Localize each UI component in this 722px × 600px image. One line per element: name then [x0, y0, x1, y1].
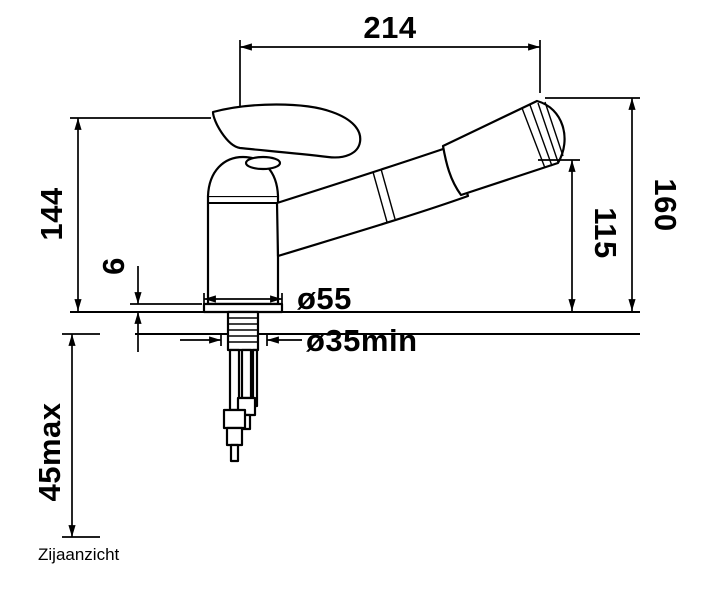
worktop-lines: [70, 311, 640, 335]
dim-label-45max: 45max: [32, 402, 67, 501]
dim-plate-6: 6: [96, 257, 202, 352]
faucet-lever: [211, 103, 362, 159]
dim-label-160: 160: [648, 178, 683, 231]
under-counter-fittings: [222, 310, 260, 463]
dim-label-o55: ø55: [297, 281, 352, 316]
hose-connector-left: [222, 408, 247, 430]
dim-width-214: 214: [239, 10, 541, 106]
hose-connector-left-mid: [225, 426, 244, 447]
caption: Zijaanzicht: [38, 545, 120, 564]
spout-joint-lines: [372, 168, 396, 223]
faucet: [202, 99, 566, 314]
dim-label-214: 214: [363, 10, 416, 45]
faucet-body: [206, 194, 280, 306]
dim-height-160: 160: [545, 97, 683, 311]
hose-connector-left-tip: [229, 443, 240, 463]
base-plate: [202, 302, 284, 314]
faucet-spout: [275, 144, 470, 258]
lever-detail: [244, 155, 282, 171]
dim-depth-45max: 45max: [32, 333, 100, 538]
dim-label-o35min: ø35min: [306, 323, 418, 358]
dim-hole-35min: ø35min: [180, 323, 418, 358]
dim-diameter-55: ø55: [203, 281, 352, 316]
dim-height-115: 115: [538, 159, 623, 311]
dim-label-144: 144: [34, 187, 69, 240]
dim-label-6: 6: [96, 257, 131, 275]
aerator-grooves: [521, 101, 564, 169]
dim-height-144: 144: [34, 117, 211, 311]
dim-label-115: 115: [588, 207, 623, 259]
shank-thread-lines: [228, 317, 258, 343]
supply-hose-right: [240, 348, 253, 400]
spray-head: [441, 99, 566, 197]
